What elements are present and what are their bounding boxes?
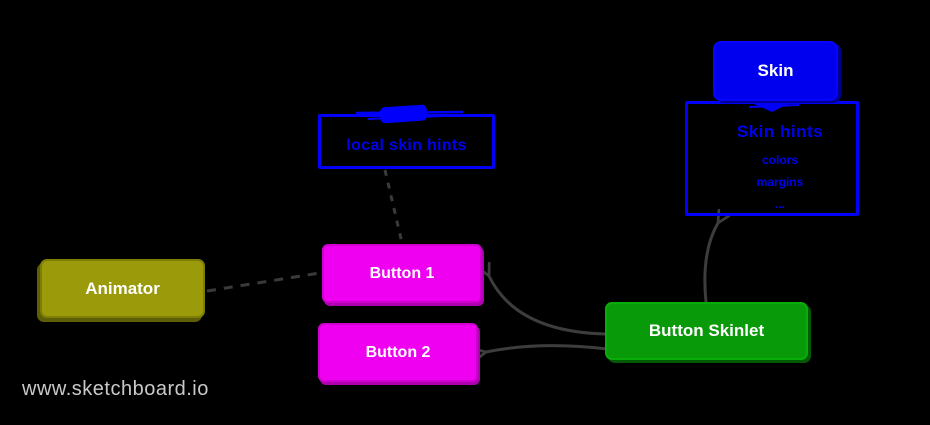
skin-hints-title: Skin hints (736, 122, 824, 141)
edge-buttonskinlet-button1[interactable] (489, 276, 608, 336)
edge-buttonskinlet-skinhints[interactable] (703, 223, 718, 304)
sketchboard-watermark: www.sketchboard.io (22, 378, 209, 400)
node-animator[interactable]: Animator (40, 259, 205, 318)
node-button-1[interactable]: Button 1 (322, 244, 482, 303)
edge-localskinhints-button1[interactable] (383, 169, 404, 244)
button-2-label: Button 2 (365, 343, 431, 361)
edge-buttonskinlet-button2[interactable] (486, 344, 609, 352)
animator-label: Animator (85, 278, 160, 298)
edge-animator-button1[interactable] (206, 271, 321, 293)
local-skin-hints-label: local skin hints (346, 136, 467, 154)
node-skin-label: Skin (757, 61, 794, 80)
button-1-label: Button 1 (369, 264, 435, 282)
button-skinlet-label: Button Skinlet (648, 321, 765, 340)
node-button-skinlet[interactable]: Button Skinlet (605, 302, 808, 360)
node-skin-hints[interactable]: Skin hints colors margins ... (685, 101, 859, 216)
skin-hints-item: colors (761, 153, 798, 167)
skin-hints-item: ... (774, 197, 785, 211)
node-button-2[interactable]: Button 2 (318, 323, 478, 382)
skin-hints-item: margins (756, 175, 804, 189)
node-local-skin-hints[interactable]: local skin hints (318, 114, 495, 169)
node-skin[interactable]: Skin (713, 41, 838, 101)
